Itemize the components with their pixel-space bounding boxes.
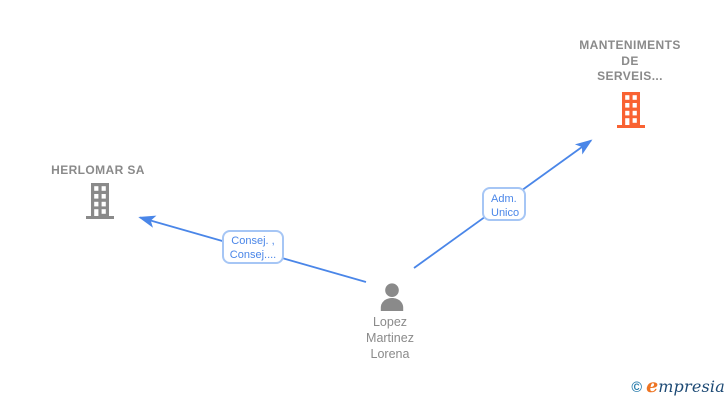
edge-label-line: Adm. (491, 193, 517, 205)
company-name-line: MANTENIMENTS (579, 38, 681, 52)
brand-initial: e (646, 375, 659, 397)
person-name-line: Martinez (366, 331, 414, 345)
brand-logo-text: empresia (646, 375, 725, 397)
edge-label-line: Consej. , (231, 235, 275, 247)
node-label-mantserveis[interactable]: MANTENIMENTS DE SERVEIS... (550, 38, 710, 85)
company-name-line: SERVEIS... (597, 69, 663, 83)
edge-label-consej[interactable]: Consej. , Consej.... (222, 230, 284, 264)
edge-label-adm-unico[interactable]: Adm. Unico (482, 187, 526, 221)
person-name-line: Lorena (370, 347, 410, 361)
edge-label-line: Consej.... (229, 248, 277, 261)
empresia-watermark[interactable]: © empresia (631, 375, 725, 397)
building-icon (617, 92, 645, 128)
copyright-icon: © (631, 380, 643, 396)
edge-label-line: Unico (491, 206, 520, 219)
company-name-line: DE (621, 53, 639, 68)
node-icon-herlomar[interactable] (85, 183, 115, 219)
person-name-line: Lopez (372, 315, 408, 329)
company-name-line: HERLOMAR SA (51, 163, 145, 177)
person-icon (380, 283, 404, 311)
node-icon-mantserveis[interactable] (616, 92, 646, 128)
building-icon (86, 183, 114, 219)
node-label-person[interactable]: Lopez Martinez Lorena (330, 314, 450, 362)
brand-rest: mpresia (658, 377, 725, 396)
node-icon-person[interactable] (377, 283, 407, 311)
node-label-herlomar[interactable]: HERLOMAR SA (18, 163, 178, 179)
